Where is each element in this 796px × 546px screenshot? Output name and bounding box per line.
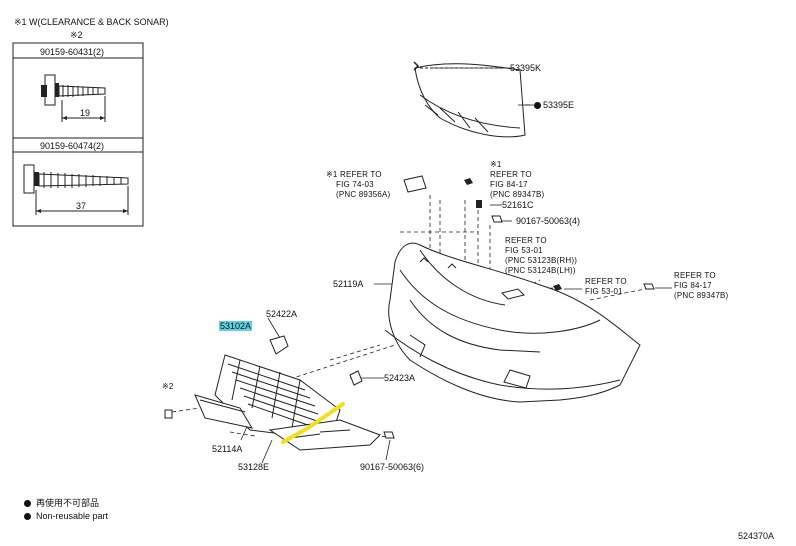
ref2-line3: FIG 84-17 — [490, 180, 528, 189]
bolt-52161c-icon — [476, 200, 482, 208]
bracket-52423a-shape — [349, 370, 363, 386]
part-53128E[interactable]: 53128E — [238, 462, 270, 472]
screw-b-part-label[interactable]: 90159-60474(2) — [40, 141, 105, 151]
inset-note-mark: ※2 — [70, 30, 83, 40]
part-90167-50063-4[interactable]: 90167-50063(4) — [516, 216, 581, 226]
ref3-line3: (PNC 53123B(RH)) — [505, 256, 578, 265]
ref2-line2: REFER TO — [490, 170, 532, 179]
screw-a-length: 19 — [80, 108, 91, 118]
ref5-line1: REFER TO — [674, 271, 716, 280]
clip-bottom-icon — [383, 431, 395, 439]
ref-fig-74-03[interactable]: ※1 REFER TO FIG 74-03 (PNC 89356A) — [326, 170, 390, 200]
ref1-line3: (PNC 89356A) — [336, 190, 391, 199]
figure-id: 524370A — [738, 531, 775, 541]
clip-left-icon — [164, 409, 173, 419]
legend-jp: 再使用不可部品 — [36, 498, 100, 508]
ref-fig-84-17-right[interactable]: REFER TO FIG 84-17 (PNC 89347B) — [674, 271, 728, 301]
ref-fig-84-17-top[interactable]: ※1 REFER TO FIG 84-17 (PNC 89347B) — [490, 160, 544, 200]
bracket-right-shape — [501, 288, 525, 300]
ref3-line2: FIG 53-01 — [505, 246, 543, 255]
part-53102A-text: 53102A — [219, 321, 253, 331]
ref5-line3: (PNC 89347B) — [674, 291, 729, 300]
part-53395K[interactable]: 53395K — [510, 63, 542, 73]
part-53102A[interactable]: 53102A — [219, 321, 253, 331]
bracket-52422a-shape — [269, 335, 289, 355]
bolt-90167-icon — [491, 215, 503, 223]
legend-dot-en — [24, 513, 31, 520]
ref1-line1: ※1 REFER TO — [326, 170, 382, 179]
ref4-line2: FIG 53-01 — [585, 287, 623, 296]
clip-rh-icon — [553, 284, 562, 291]
screw-b-icon — [23, 164, 129, 215]
highlight-marker — [281, 402, 345, 444]
ref-fig-53-01-lamp[interactable]: REFER TO FIG 53-01 (PNC 53123B(RH)) (PNC… — [505, 236, 577, 276]
ref2-line4: (PNC 89347B) — [490, 190, 545, 199]
ref4-line1: REFER TO — [585, 277, 627, 286]
part-52423A[interactable]: 52423A — [384, 373, 416, 383]
legend-dot-jp — [24, 500, 31, 507]
part-52422A[interactable]: 52422A — [266, 309, 298, 319]
ref2-line1: ※1 — [490, 160, 502, 169]
part-90167-50063-6[interactable]: 90167-50063(6) — [360, 462, 425, 472]
mark-left: ※2 — [162, 382, 174, 391]
inset-header: ※1 W(CLEARANCE & BACK SONAR) — [14, 17, 169, 27]
radiator-cover-shape — [413, 61, 530, 138]
screw-a-icon — [41, 74, 106, 122]
bumper-cover-shape — [384, 242, 641, 403]
lower-cover-shape — [268, 419, 381, 451]
clip-far-icon — [643, 283, 655, 290]
screw-a-part-label[interactable]: 90159-60431(2) — [40, 47, 105, 57]
part-52119A[interactable]: 52119A — [333, 279, 364, 289]
part-52114A[interactable]: 52114A — [212, 444, 243, 454]
ref1-line2: FIG 74-03 — [336, 180, 374, 189]
ref3-line1: REFER TO — [505, 236, 547, 245]
part-52161C[interactable]: 52161C — [502, 200, 534, 210]
sensor-clip-icon — [403, 175, 427, 193]
lower-garnish-shape — [194, 394, 254, 429]
ref-fig-53-01[interactable]: REFER TO FIG 53-01 — [585, 277, 627, 297]
part-53395E[interactable]: 53395E — [543, 100, 575, 110]
non-reusable-dot — [534, 102, 541, 109]
ref3-line4: (PNC 53124B(LH)) — [505, 266, 576, 275]
legend-en: Non-reusable part — [36, 511, 109, 521]
screw-b-length: 37 — [76, 201, 87, 211]
inset-frame — [12, 42, 144, 227]
clip-top-icon — [464, 178, 473, 185]
ref5-line2: FIG 84-17 — [674, 281, 712, 290]
